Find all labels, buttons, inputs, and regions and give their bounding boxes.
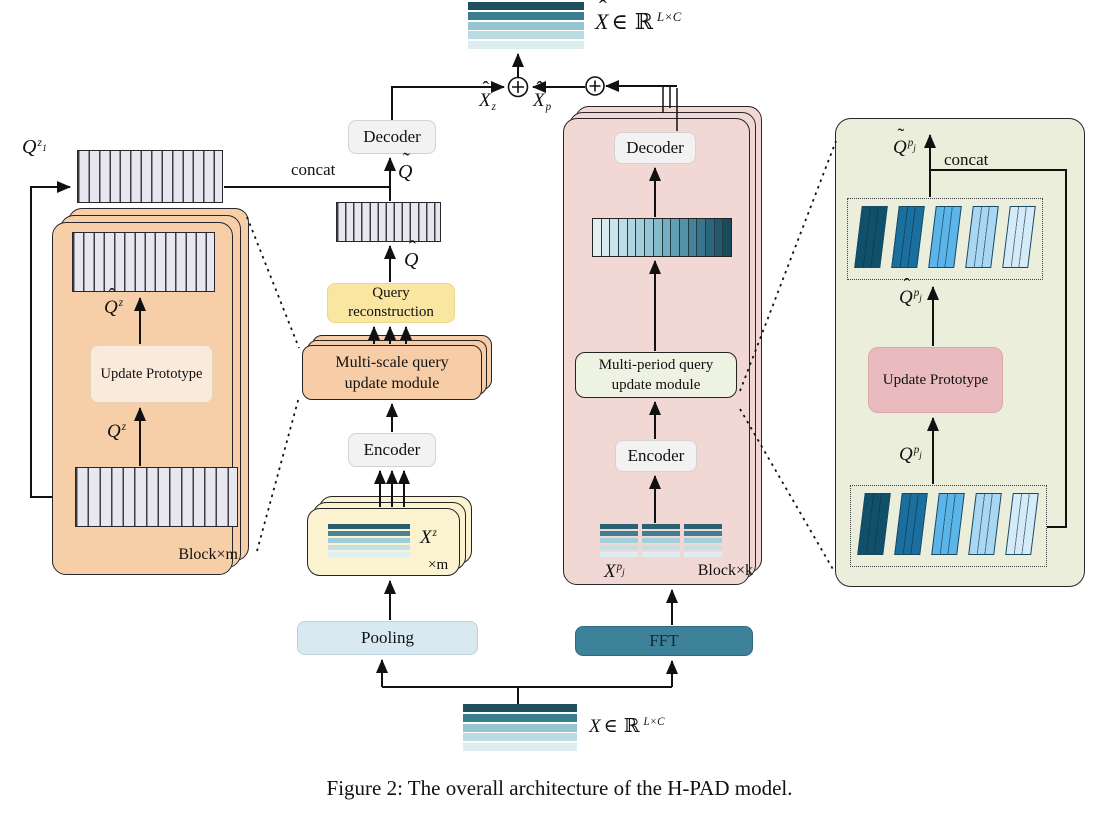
multi-scale-module-line2: update module: [344, 374, 440, 392]
prototype-cards: [857, 493, 1039, 555]
scale-decoder-label: Decoder: [363, 127, 421, 146]
scale-updated-query-rect: [72, 232, 215, 292]
scale-encoder-box: Encoder: [348, 433, 436, 467]
multi-scale-module-line1: Multi-scale query: [335, 353, 449, 371]
period-decoder-box: Decoder: [614, 132, 696, 164]
scale-encoder-label: Encoder: [363, 440, 421, 459]
callout-scale-bottom: [256, 396, 300, 552]
query-reconstruction-line2: reconstruction: [348, 304, 434, 320]
query-bank-concat-rect: [77, 150, 223, 203]
input-split-line: [382, 686, 672, 704]
times-m-label: ×m: [428, 557, 449, 573]
multi-period-module-line2: update module: [611, 377, 701, 393]
multi-period-module-line1: Multi-period query: [598, 357, 714, 373]
x-z-label: Xz: [420, 527, 437, 548]
scale-update-prototype-label: Update Prototype: [100, 365, 203, 382]
fft-box: FFT: [575, 626, 753, 656]
input-series-stack: [463, 704, 577, 751]
period-input-bars-1: [600, 524, 638, 557]
x-pj-label: Xpj: [604, 561, 625, 582]
period-encoder-box: Encoder: [615, 440, 697, 472]
period-input-bars-2: [642, 524, 680, 557]
period-query-gradient-rect: [592, 218, 732, 257]
figure-caption: Figure 2: The overall architecture of th…: [326, 776, 793, 800]
pooling-label: Pooling: [361, 628, 414, 647]
q-z1-label: Qz1: [22, 135, 47, 158]
period-input-bars-3: [684, 524, 722, 557]
callout-scale-top: [246, 216, 300, 349]
scale-decoder-box: Decoder: [348, 120, 436, 154]
scale-update-prototype-box: Update Prototype: [90, 345, 213, 403]
fft-label: FFT: [649, 631, 679, 650]
q-pj-label: Qpj: [899, 444, 922, 465]
query-reconstruction-line1: Query: [372, 285, 410, 301]
updated-prototype-cards: [854, 206, 1036, 268]
q-tilde-pj-label: ˜Qpj: [893, 124, 916, 158]
sum-icons: [507, 76, 605, 98]
period-update-prototype-label: Update Prototype: [882, 371, 989, 388]
q-z-label: Qz: [107, 421, 127, 442]
period-update-prototype-box: Update Prototype: [868, 347, 1003, 413]
scale-query-rect: [75, 467, 238, 527]
multi-scale-module-box: Multi-scale query update module: [302, 345, 482, 400]
period-decoder-label: Decoder: [626, 138, 684, 157]
multi-period-module-box: Multi-period query update module: [575, 352, 737, 398]
query-reconstruction-box: Query reconstruction: [327, 283, 455, 323]
block-times-m-label: Block×m: [178, 546, 238, 563]
block-times-k-label: Block×k: [697, 562, 753, 579]
reconstructed-query-rect: [336, 202, 441, 242]
circled-plus-icon: [507, 76, 529, 98]
circled-plus-icon: [585, 76, 605, 96]
output-series-stack: [468, 2, 584, 49]
concat-label-right: concat: [944, 150, 989, 169]
period-block: [563, 118, 750, 585]
q-tilde-label: ˜Q: [398, 147, 413, 183]
pooling-box: Pooling: [297, 621, 478, 655]
period-encoder-label: Encoder: [627, 446, 685, 465]
xz-series-bars: [328, 524, 410, 557]
concat-label-left: concat: [291, 160, 336, 179]
